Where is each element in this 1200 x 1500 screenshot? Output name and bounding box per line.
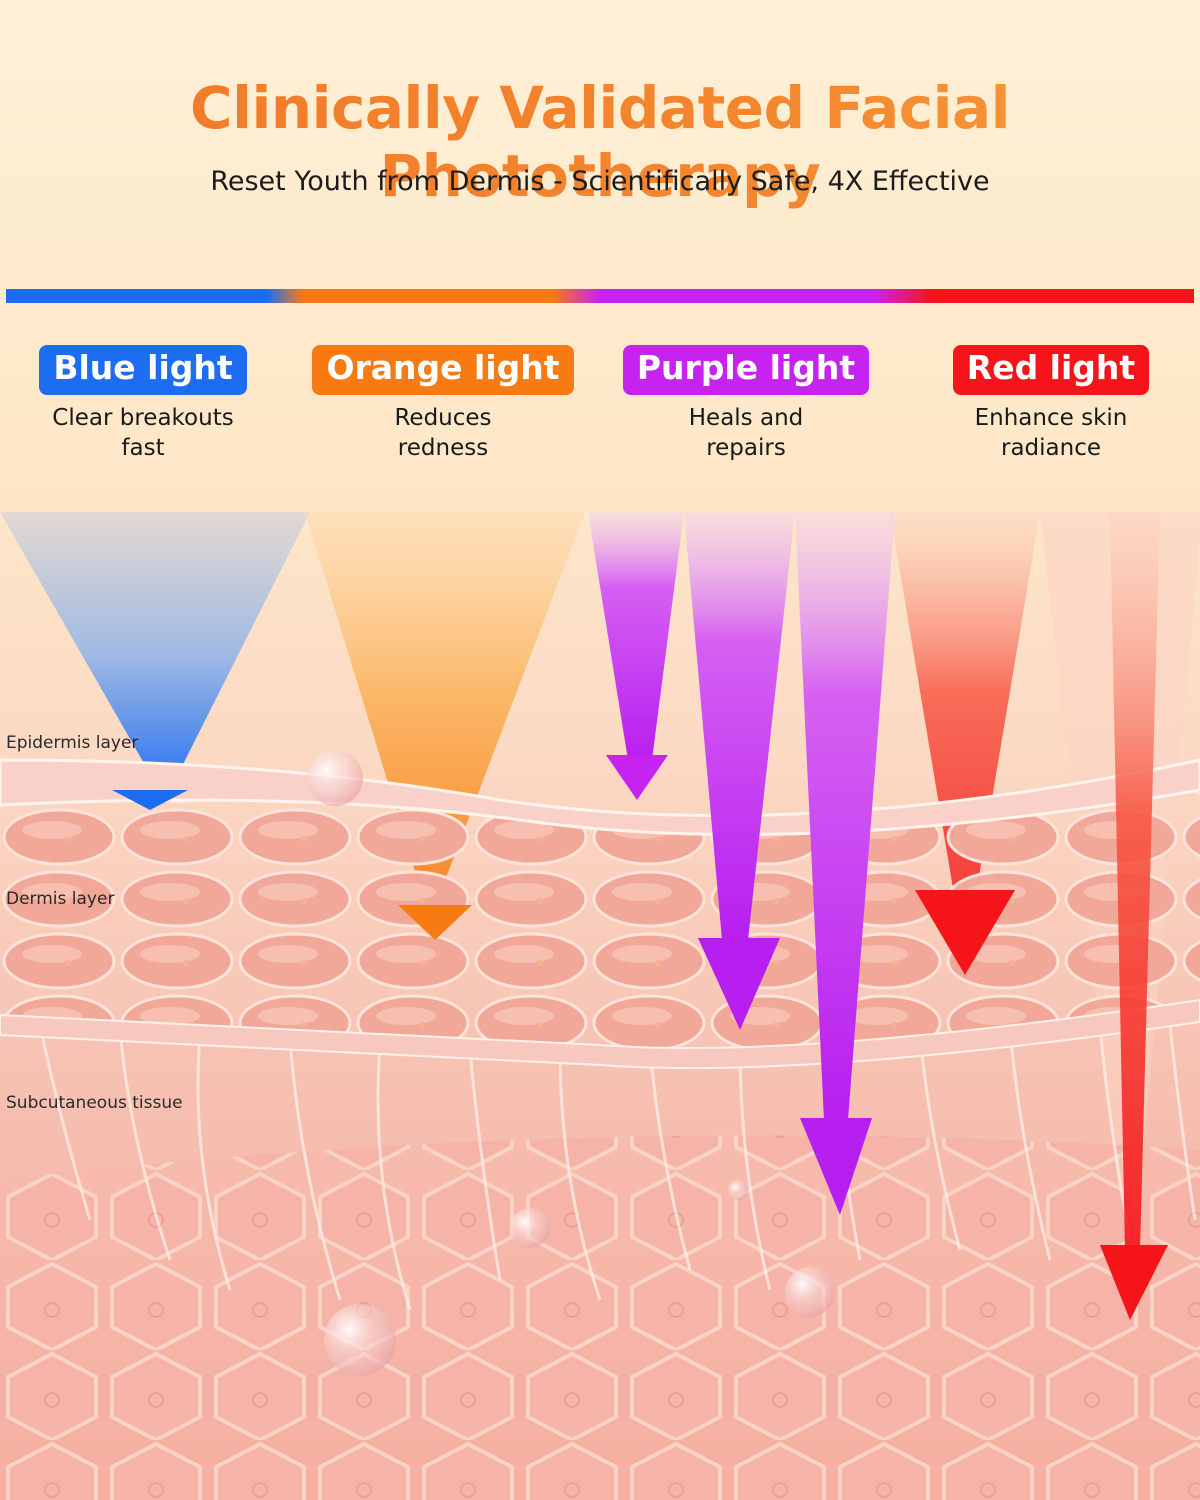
red-light-badge: Red light — [952, 345, 1150, 395]
blue-light-arrow — [112, 790, 188, 810]
bubble-5 — [728, 1180, 748, 1200]
epidermis-membrane — [0, 758, 1200, 837]
orange-light-item: Orange light Reduces redness — [293, 345, 593, 463]
blue-light-description: Clear breakouts fast — [52, 405, 234, 461]
purple-light-description: Heals and repairs — [688, 405, 804, 461]
purple-light-arrow-long — [795, 512, 895, 1215]
purple-light-arrow-short — [588, 512, 684, 800]
purple-light-badge: Purple light — [622, 345, 870, 395]
orange-light-arrow — [398, 905, 472, 940]
bubble-4 — [324, 1304, 396, 1376]
purple-light-arrow-medium — [684, 512, 795, 1030]
subcutaneous-tissue-label: Subcutaneous tissue — [6, 1093, 183, 1113]
subcutaneous-hex-tissue — [0, 1135, 1200, 1500]
page-subtitle: Reset Youth from Dermis - Scientifically… — [210, 166, 990, 197]
red-light-arrow — [915, 890, 1015, 975]
epidermis-layer-label: Epidermis layer — [6, 733, 139, 753]
purple-light-item: Purple light Heals and repairs — [596, 345, 896, 463]
bubble-3 — [785, 1267, 835, 1317]
blue-light-badge: Blue light — [39, 345, 247, 395]
bubble-1 — [307, 750, 363, 806]
red-light-description: Enhance skin radiance — [974, 405, 1128, 461]
bubble-2 — [510, 1208, 550, 1248]
orange-light-description: Reduces redness — [394, 405, 492, 461]
orange-light-badge: Orange light — [312, 345, 574, 395]
light-spectrum-bar — [6, 289, 1194, 303]
red-light-cone — [890, 512, 1040, 960]
red-light-arrow-deep — [1100, 512, 1168, 1320]
skin-cross-section-illustration — [0, 512, 1200, 1500]
dermis-cell-layer — [0, 790, 1200, 1048]
page-title: Clinically Validated Facial Phototherapy — [0, 74, 1200, 210]
blue-light-cone — [0, 512, 310, 800]
dermis-base-membrane — [0, 998, 1200, 1070]
blue-light-item: Blue light Clear breakouts fast — [0, 345, 293, 463]
orange-light-cone — [305, 512, 585, 920]
header-panel — [0, 0, 1200, 515]
dermis-layer-label: Dermis layer — [6, 889, 115, 909]
red-light-item: Red light Enhance skin radiance — [901, 345, 1200, 463]
